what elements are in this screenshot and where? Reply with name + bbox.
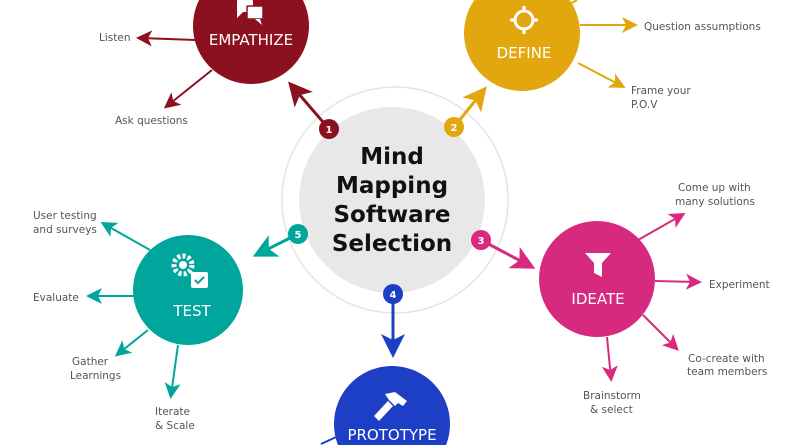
svg-text:3: 3 bbox=[478, 236, 485, 247]
title-line: Mind bbox=[360, 144, 424, 170]
gears-check-icon bbox=[171, 253, 208, 288]
badge-4: 4 bbox=[383, 284, 403, 304]
leaf-label: Listen bbox=[99, 32, 130, 44]
node-empathize: EMPATHIZE Listen Ask questions bbox=[99, 0, 309, 127]
phase-label: IDEATE bbox=[571, 290, 624, 308]
svg-text:2: 2 bbox=[451, 123, 458, 134]
badge-2: 2 bbox=[444, 117, 464, 137]
leaf-label: P.O.V bbox=[631, 99, 658, 111]
leaf-label: Question assumptions bbox=[644, 21, 761, 33]
leaf-label: Co-create with bbox=[688, 353, 765, 365]
leaf-label: Come up with bbox=[678, 182, 751, 194]
leaf-label: User testing bbox=[33, 210, 97, 222]
leaf-label: Learnings bbox=[70, 370, 121, 382]
leaf-label: and surveys bbox=[33, 224, 97, 236]
speech-bubbles-icon bbox=[237, 0, 264, 25]
leaf-label: Brainstorm bbox=[583, 390, 641, 402]
crosshair-icon bbox=[510, 6, 538, 34]
phase-label: DEFINE bbox=[497, 44, 552, 62]
title-line: Software bbox=[333, 202, 450, 228]
leaf-label: team members bbox=[687, 366, 767, 378]
leaf-label: Gather bbox=[72, 356, 109, 368]
svg-text:1: 1 bbox=[326, 125, 333, 136]
leaf-label: Experiment bbox=[709, 279, 770, 291]
node-prototype: PROTOTYPE bbox=[320, 366, 450, 445]
leaf-label: & Scale bbox=[155, 420, 195, 432]
hammer-icon bbox=[374, 392, 407, 421]
node-ideate: IDEATE Come up with many solutions Exper… bbox=[539, 182, 770, 416]
leaf-label: Ask questions bbox=[115, 115, 188, 127]
leaf-label: & select bbox=[590, 404, 633, 416]
badge-5: 5 bbox=[288, 224, 308, 244]
phase-label: TEST bbox=[172, 302, 211, 320]
center-node: Mind Mapping Software Selection bbox=[281, 86, 509, 314]
svg-text:4: 4 bbox=[390, 290, 397, 301]
leaf-label: Frame your bbox=[631, 85, 691, 97]
leaf-label: Evaluate bbox=[33, 292, 79, 304]
phase-label: PROTOTYPE bbox=[347, 426, 436, 444]
title-line: Mapping bbox=[336, 173, 448, 199]
badge-3: 3 bbox=[471, 230, 491, 250]
leaf-label: many solutions bbox=[675, 196, 755, 208]
node-define: DEFINE Question assumptions Frame your P… bbox=[464, 0, 761, 111]
node-test: TEST User testing and surveys Evaluate G… bbox=[33, 210, 243, 432]
svg-text:5: 5 bbox=[295, 230, 302, 241]
badge-1: 1 bbox=[319, 119, 339, 139]
title-line: Selection bbox=[332, 231, 452, 257]
funnel-icon bbox=[585, 253, 611, 277]
phase-label: EMPATHIZE bbox=[209, 31, 293, 49]
leaf-label: Iterate bbox=[155, 406, 190, 418]
